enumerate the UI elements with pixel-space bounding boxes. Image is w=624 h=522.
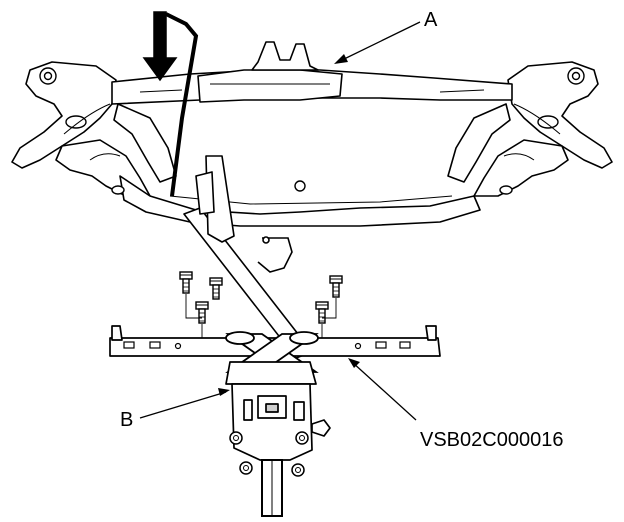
callout-a: A [424,9,438,31]
upper-bolt-right [329,275,343,298]
figure-code: VSB02C000016 [420,429,563,451]
leader-b [139,388,230,419]
jack-strap [183,155,313,359]
upper-bolt-left [179,271,193,294]
small-bracket [257,236,293,273]
leader-figure-code [348,358,417,421]
upper-bolt-center [209,277,223,300]
jack-body [225,361,331,461]
lower-bolt-left [195,301,209,324]
leader-a [334,21,421,64]
plate-slots [123,341,411,350]
lower-bolt-right [315,301,329,324]
subframe-holes [39,67,585,195]
subframe [11,41,613,227]
jack-column [261,459,283,517]
callout-b: B [120,409,133,431]
lowering-direction-arrow [142,11,199,197]
